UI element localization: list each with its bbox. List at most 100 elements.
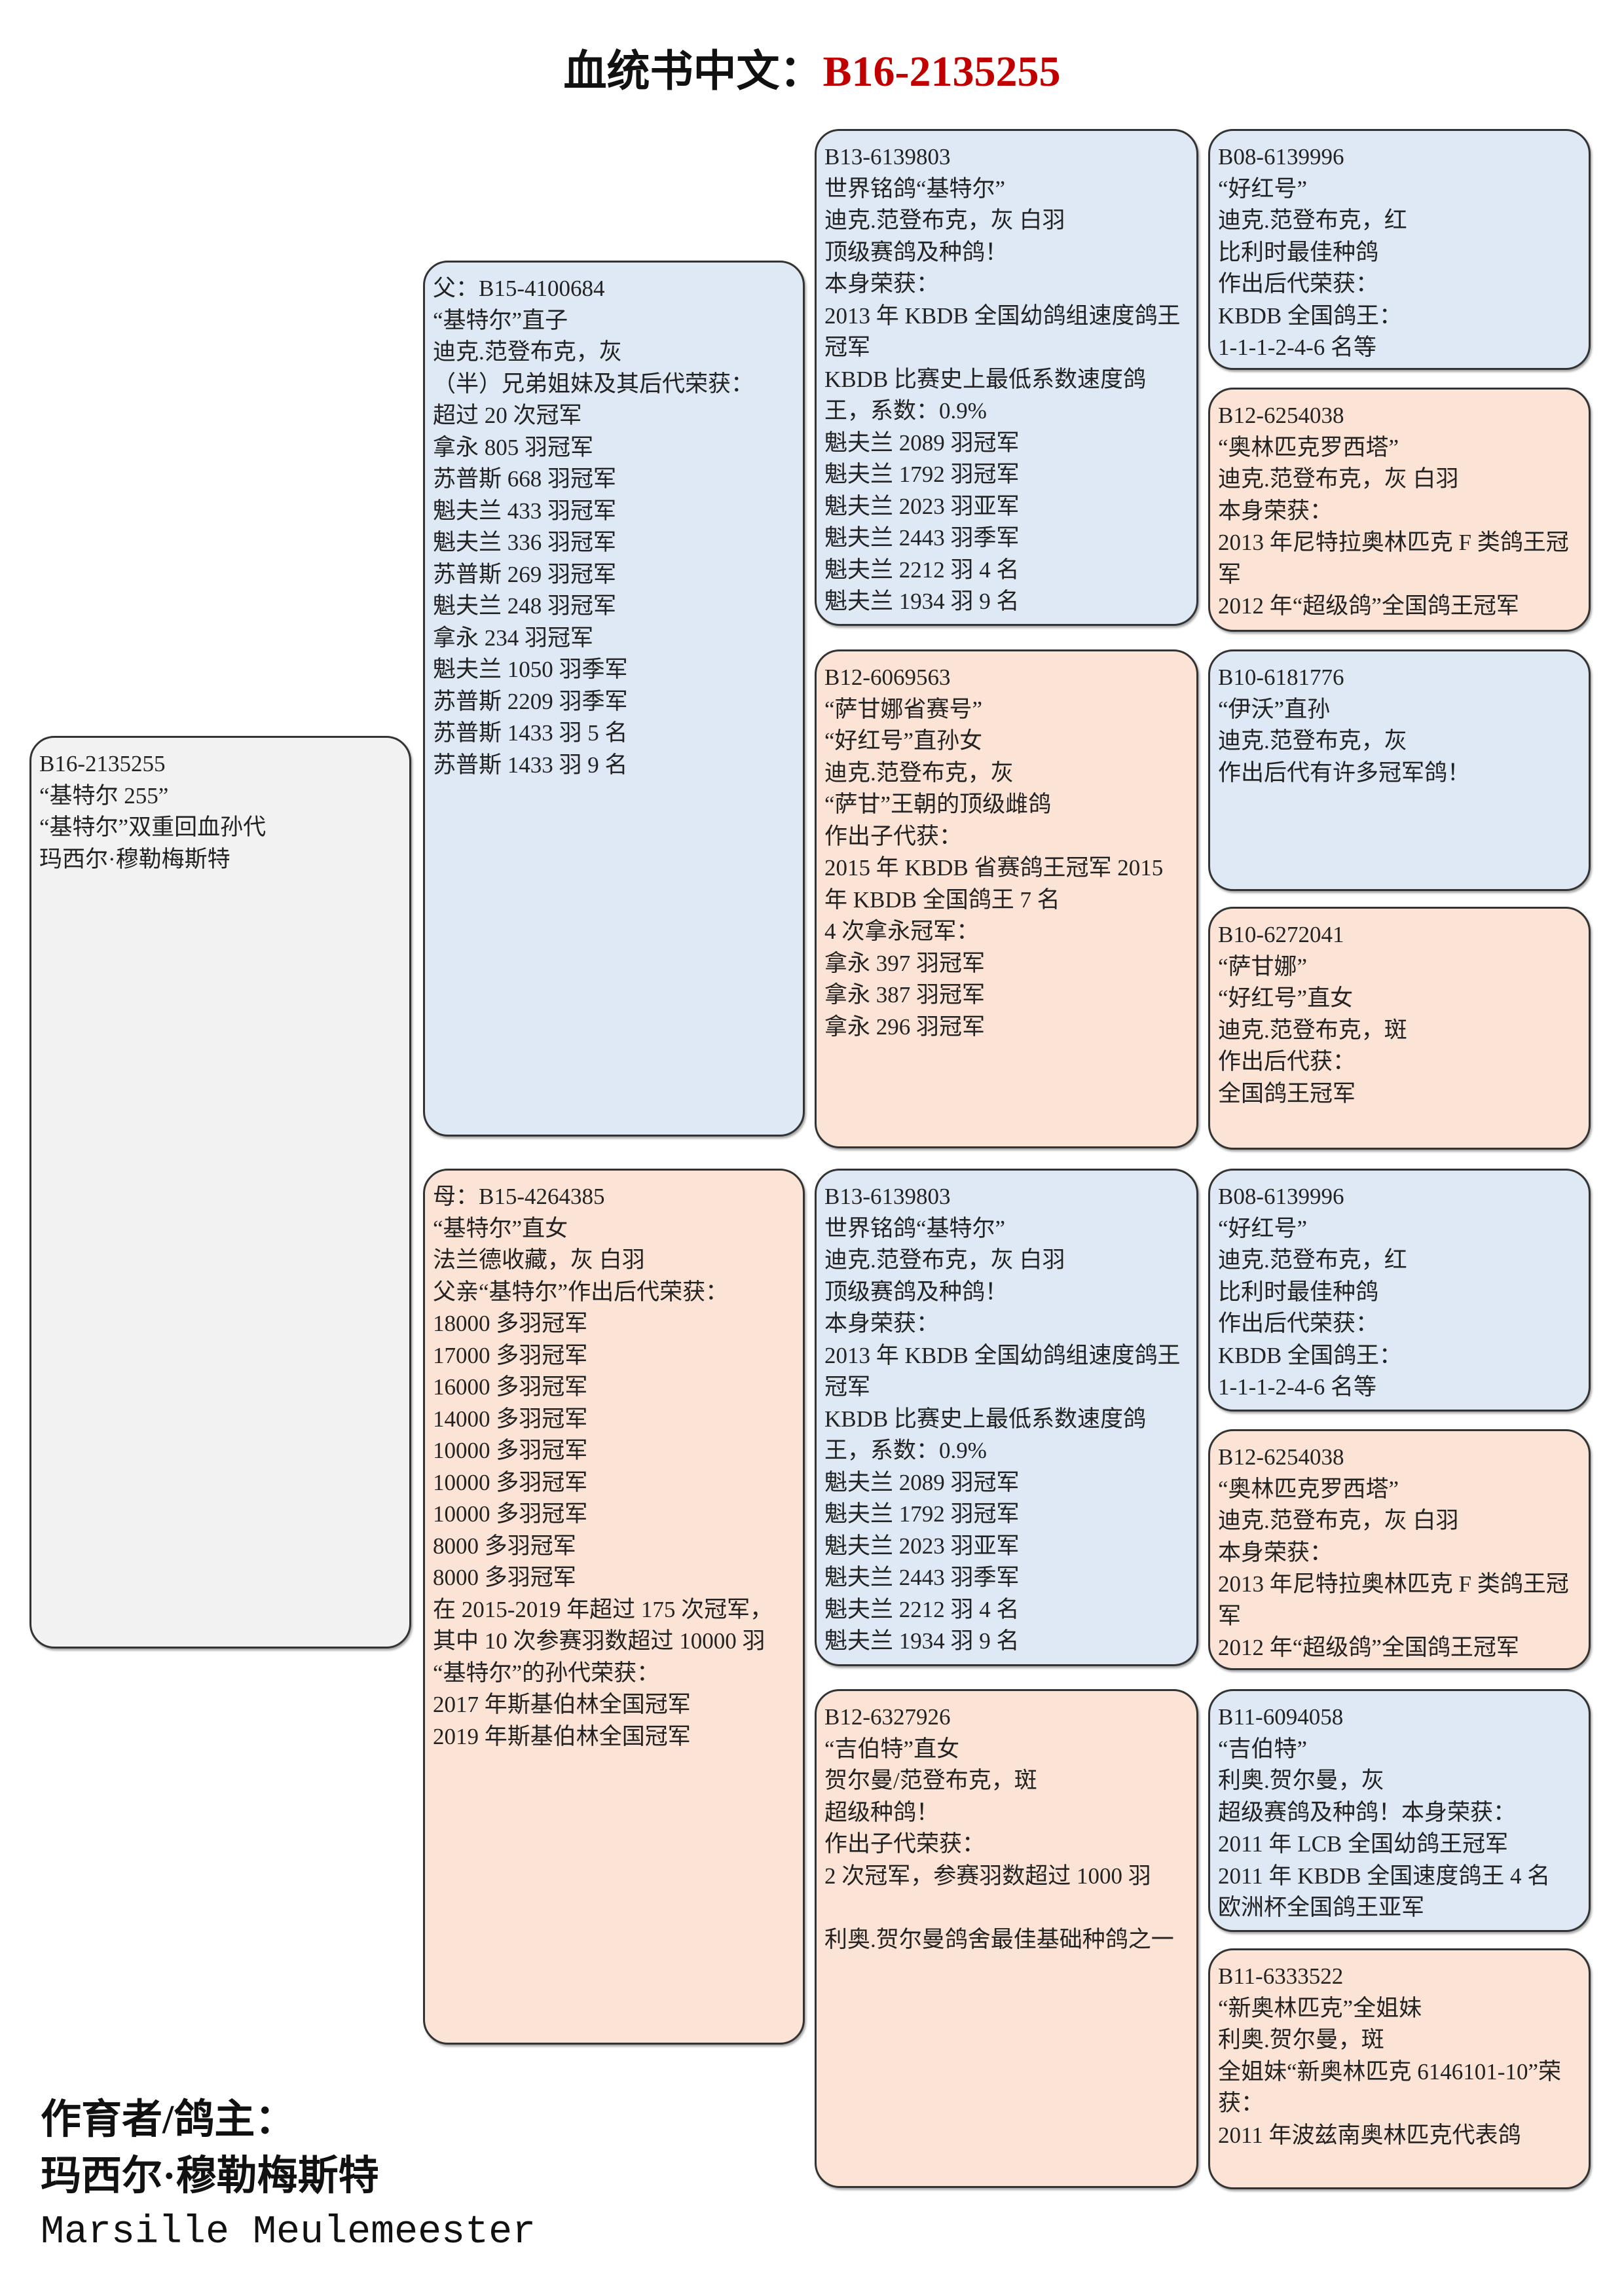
sire-dam-card: B12-6069563“萨甘娜省赛号”“好红号”直孙女迪克.范登布克，灰“萨甘”… (815, 649, 1198, 1148)
card-line: B08-6139996 (1218, 1184, 1344, 1209)
card-line (824, 1892, 1189, 1924)
card-line: 迪克.范登布克，灰 白羽 (824, 208, 1065, 233)
gen4-card-2: B12-6254038 “奥林匹克罗西塔” 迪克.范登布克，灰 白羽本身荣获： 201… (1208, 388, 1591, 632)
card-line: 拿永 296 羽冠军 (824, 1013, 986, 1040)
card-line: B08-6139996 (1218, 144, 1344, 170)
breeder-name-en: Marsille Meulemeester (41, 2210, 536, 2255)
card-line: 2015 年 KBDB 省赛鸽王冠军 2015 年 KBDB 全国鸽王 7 名 (824, 855, 1169, 913)
card-line: 2012 年“超级鸽”全国鸽王冠军 (1218, 1635, 1519, 1660)
gen4-card-5: B08-6139996“好红号”迪克.范登布克，红比利时最佳种鸽作出后代荣获：K… (1208, 1169, 1591, 1412)
card-line: 作出后代有许多冠军鸽！ (1218, 759, 1471, 786)
dam-card: 母：B15-4264385“基特尔”直女法兰德收藏，灰 白羽父亲“基特尔”作出后… (423, 1169, 805, 2045)
card-line: 2011 年 KBDB 全国速度鸽王 4 名 (1218, 1863, 1551, 1889)
card-line: 2013 年尼特拉奥林匹克 F 类鸽王冠军 (1218, 1571, 1569, 1629)
gen4-card-7: B11-6094058“吉伯特”利奥.贺尔曼，灰超级赛鸽及种鸽！本身荣获：201… (1208, 1689, 1591, 1932)
gen4-card-1: B08-6139996“好红号”迪克.范登布克，红比利时最佳种鸽作出后代荣获：K… (1208, 129, 1591, 370)
card-line: （半）兄弟姐妹及其后代荣获： (433, 371, 754, 397)
card-line: “奥林匹克罗西塔” (1218, 1476, 1399, 1502)
card-line: “好红号” (1218, 1215, 1308, 1241)
card-line: 在 2015-2019 年超过 175 次冠军，其中 10 次参赛羽数超过 10… (433, 1596, 773, 1654)
card-line: 苏普斯 269 羽冠军 (433, 561, 617, 587)
card-line: 苏普斯 1433 羽 5 名 (433, 720, 628, 746)
card-line: 作出后代荣获： (1218, 1311, 1379, 1336)
card-line: 魁夫兰 433 羽冠军 (433, 498, 617, 524)
card-line: 魁夫兰 2212 羽 4 名 (824, 556, 1020, 583)
card-line: 顶级赛鸽及种鸽！ (824, 1279, 1008, 1305)
card-line: 本身荣获： (824, 1311, 940, 1336)
title-ring-number: B16-2135255 (822, 48, 1061, 96)
breeder-label: 作育者/鸽主： (41, 2098, 296, 2142)
card-line: 1-1-1-2-4-6 名等 (1218, 1374, 1377, 1400)
card-line: 魁夫兰 2023 羽亚军 (824, 1533, 1020, 1559)
card-line: 2012 年“超级鸽”全国鸽王冠军 (1218, 593, 1519, 619)
card-line: 作出后代荣获： (1218, 271, 1379, 297)
card-line: 苏普斯 668 羽冠军 (433, 466, 617, 492)
card-line: “基特尔”直女 (433, 1215, 568, 1241)
card-line: 魁夫兰 1792 羽冠军 (824, 462, 1020, 487)
card-line: B13-6139803 (824, 1184, 951, 1209)
card-line: “奥林匹克罗西塔” (1218, 434, 1399, 460)
card-line: 迪克.范登布克，灰 白羽 (824, 1247, 1065, 1273)
card-line: 迪克.范登布克，灰 白羽 (1218, 1508, 1459, 1533)
card-line: “伊沃”直孙 (1218, 696, 1331, 722)
card-line: “萨甘娜” (1218, 953, 1308, 979)
card-line: 拿永 387 羽冠军 (824, 982, 986, 1008)
card-line: 14000 多羽冠军 (433, 1406, 588, 1432)
card-line: “基特尔”的孙代荣获： (433, 1660, 660, 1686)
card-line: 法兰德收藏，灰 白羽 (433, 1247, 645, 1273)
card-line: 4 次拿永冠军： (824, 919, 980, 944)
card-line: 全姐妹“新奥林匹克 6146101-10”荣获： (1218, 2058, 1561, 2117)
card-line: 魁夫兰 2089 羽冠军 (824, 1469, 1020, 1495)
card-line: 2013 年尼特拉奥林匹克 F 类鸽王冠军 (1218, 530, 1569, 587)
breeder-info: 作育者/鸽主： 玛西尔·穆勒梅斯特 Marsille Meulemeester (41, 2092, 536, 2261)
card-line: 本身荣获： (1218, 498, 1333, 524)
card-line: 迪克.范登布克，灰 白羽 (1218, 466, 1459, 492)
subject-card: B16-2135255“基特尔 255”“基特尔”双重回血孙代玛西尔·穆勒梅斯特 (29, 736, 411, 1649)
card-line: B11-6094058 (1218, 1704, 1344, 1730)
card-line: 17000 多羽冠军 (433, 1342, 588, 1368)
card-line: 10000 多羽冠军 (433, 1469, 588, 1495)
card-line: 母：B15-4264385 (433, 1184, 605, 1209)
gen4-card-6: B12-6254038“奥林匹克罗西塔”迪克.范登布克，灰 白羽本身荣获：201… (1208, 1429, 1591, 1670)
card-line: 魁夫兰 2443 羽季军 (824, 525, 1020, 551)
card-line: 10000 多羽冠军 (433, 1501, 588, 1527)
card-line: 2013 年 KBDB 全国幼鸽组速度鸽王冠军 (824, 302, 1181, 361)
card-line: 迪克.范登布克，灰 (824, 759, 1014, 786)
gen4-card-3: B10-6181776“伊沃”直孙迪克.范登布克，灰作出后代有许多冠军鸽！ (1208, 649, 1591, 891)
card-line: “新奥林匹克”全姐妹 (1218, 1995, 1422, 2021)
card-line: 超级种鸽！ (824, 1799, 940, 1825)
card-line: 16000 多羽冠军 (433, 1374, 588, 1400)
card-line: 超过 20 次冠军 (433, 403, 582, 428)
card-line: 10000 多羽冠军 (433, 1438, 588, 1463)
card-line: B12-6327926 (824, 1704, 951, 1730)
card-line: KBDB 全国鸽王： (1218, 1342, 1402, 1368)
card-line: 2019 年斯基伯林全国冠军 (433, 1723, 691, 1749)
card-line: 8000 多羽冠军 (433, 1533, 576, 1559)
card-line: “吉伯特”直女 (824, 1736, 960, 1762)
card-line: 魁夫兰 1792 羽冠军 (824, 1501, 1020, 1527)
card-line: 苏普斯 1433 羽 9 名 (433, 752, 628, 778)
card-line: 迪克.范登布克，斑 (1218, 1017, 1407, 1043)
card-line: 魁夫兰 2212 羽 4 名 (824, 1596, 1020, 1622)
title-label: 血统书中文： (563, 48, 823, 96)
card-line: B12-6254038 (1218, 403, 1344, 428)
card-line: 迪克.范登布克，红 (1218, 208, 1407, 233)
card-line: 2013 年 KBDB 全国幼鸽组速度鸽王冠军 (824, 1342, 1181, 1400)
card-line: 顶级赛鸽及种鸽！ (824, 239, 1008, 265)
card-line: 魁夫兰 1050 羽季军 (433, 657, 628, 682)
card-line: B11-6333522 (1218, 1963, 1344, 1989)
card-line: B12-6254038 (1218, 1444, 1344, 1470)
card-line: 父：B15-4100684 (433, 276, 605, 301)
card-line: 拿永 805 羽冠军 (433, 434, 594, 460)
card-line: 世界铭鸽“基特尔” (824, 1215, 1006, 1241)
card-line: 迪克.范登布克，灰 (433, 339, 622, 365)
card-line: 拿永 397 羽冠军 (824, 950, 986, 976)
card-line: 魁夫兰 1934 羽 9 名 (824, 1628, 1020, 1654)
card-line: B10-6272041 (1218, 922, 1344, 947)
card-line: “好红号”直孙女 (824, 728, 983, 754)
card-line: 拿永 234 羽冠军 (433, 625, 594, 651)
card-line: 魁夫兰 2023 羽亚军 (824, 493, 1020, 519)
card-line: KBDB 比赛史上最低系数速度鸽王，系数：0.9% (824, 366, 1146, 424)
card-line: KBDB 比赛史上最低系数速度鸽王，系数：0.9% (824, 1406, 1146, 1464)
